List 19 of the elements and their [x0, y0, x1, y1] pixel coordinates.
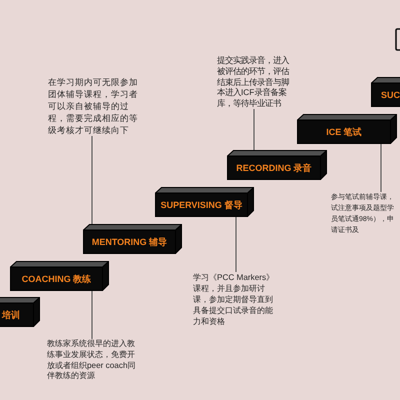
- step-label: MENTORING 辅导: [92, 238, 168, 246]
- step-block: [0, 297, 40, 327]
- step-block: [227, 150, 327, 180]
- step-description: 提交实践录音，进入被评估的环节，评估结束后上传录音与脚本进入ICF录音备案库，等待毕业证书: [217, 55, 294, 109]
- leader-line: [380, 144, 382, 192]
- step-label: ICE 笔试: [326, 128, 362, 136]
- step-description: 教练家系统很早的进入教练事业发展状态，免费开放或者组织peer coach同伴教练的资源: [47, 339, 140, 382]
- step-label: SUC: [381, 90, 400, 100]
- step-block: [297, 114, 397, 144]
- step-description: 学习《PCC Markers》课程，并且参加研讨课，参加定期督导直到具备提交口试录音的能力和资格: [193, 272, 279, 327]
- step-block: [10, 261, 109, 291]
- step-label: 培训: [2, 310, 20, 320]
- step-block: [371, 77, 400, 107]
- step-block: [83, 224, 182, 254]
- step-label: SUPERVISING 督导: [160, 200, 242, 210]
- step-block: [155, 187, 254, 217]
- step-label: COACHING 教练: [22, 274, 92, 284]
- step-label: RECORDING 录音: [236, 164, 312, 172]
- step-description: 在学习期内可无限参加团体辅导课程，学习者可以亲自被辅导的过程，需要完成相应的等级考核才可继续向下: [48, 76, 138, 136]
